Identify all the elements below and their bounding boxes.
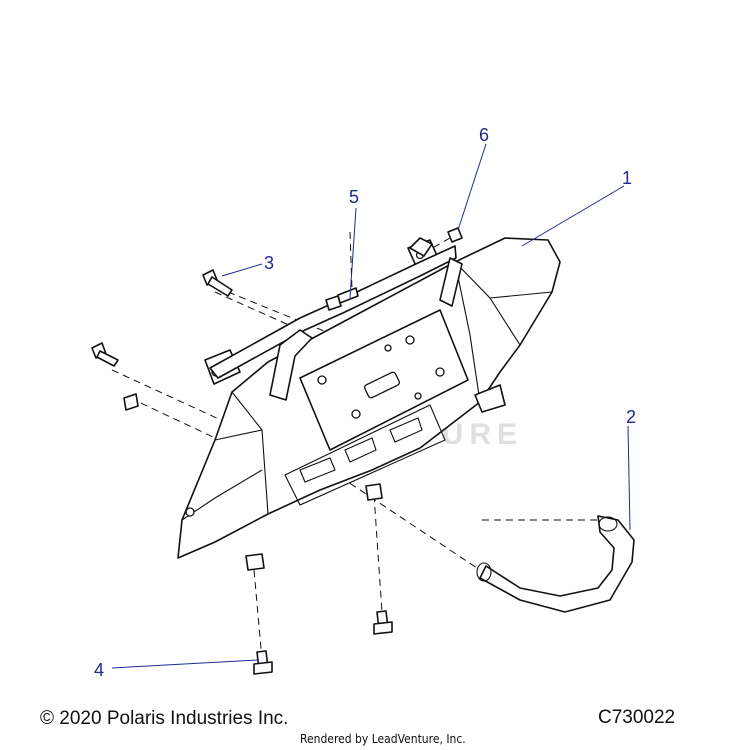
callout-1: 1 (622, 168, 632, 188)
tube-hoop-part (476, 515, 635, 613)
rendered-by-text: Rendered by LeadVenture, Inc. (300, 732, 466, 746)
callout-4: 4 (94, 660, 104, 680)
callout-leaders (111, 143, 631, 669)
callout-6: 6 (479, 125, 489, 145)
front-bumper-part (177, 237, 561, 559)
callout-3: 3 (264, 253, 274, 273)
hardware-parts (91, 227, 463, 675)
callout-2: 2 (626, 407, 636, 427)
callout-5: 5 (349, 187, 359, 207)
drawing-number: C730022 (598, 707, 676, 728)
copyright-text: © 2020 Polaris Industries Inc. (40, 708, 289, 729)
